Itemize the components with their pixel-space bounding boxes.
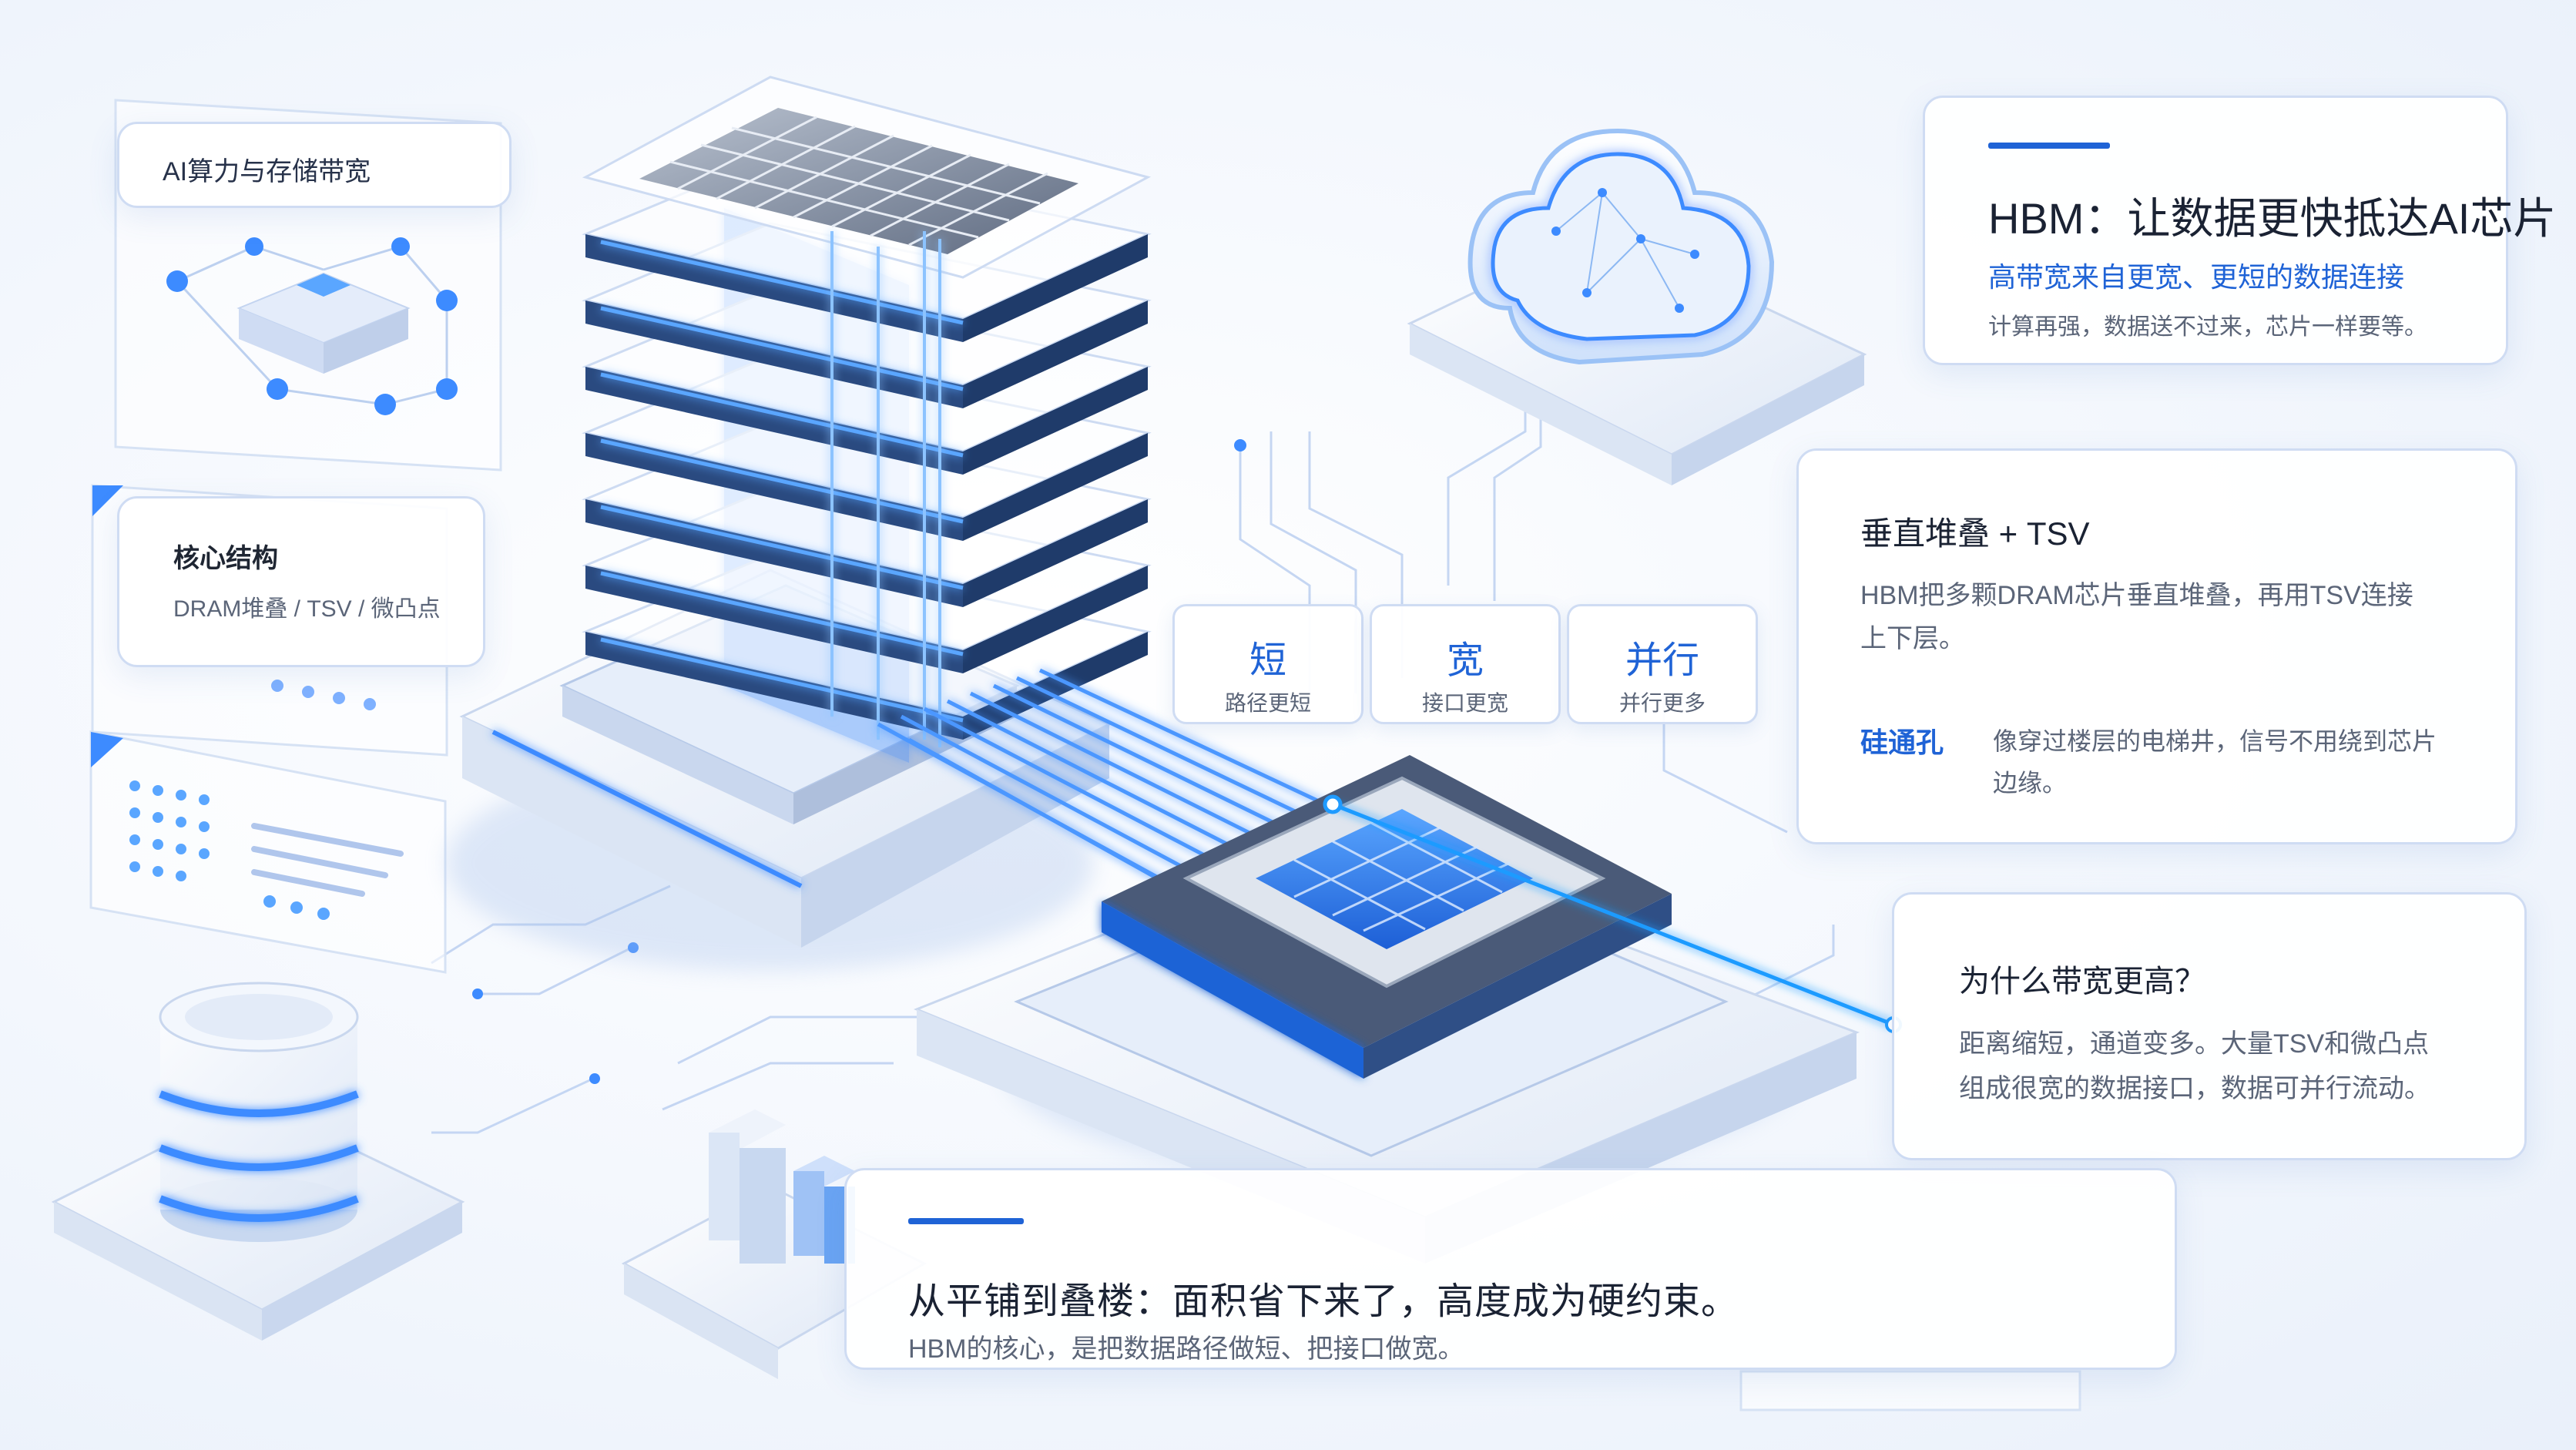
keyword-tile-short: 短 路径更短 — [1172, 604, 1363, 724]
tsv-term: 硅通孔 — [1860, 727, 1944, 758]
tsv-definition-line1: 像穿过楼层的电梯井，信号不用绕到芯片 — [1993, 727, 2437, 755]
accent-bar — [1988, 143, 2110, 149]
database-icon — [51, 982, 465, 1341]
why-bandwidth-title: 为什么带宽更高？ — [1959, 965, 2205, 999]
core-structure-title: 核心结构 — [173, 544, 278, 573]
ai-compute-label: AI算力与存储带宽 — [163, 157, 371, 186]
card-hbm-header: HBM：让数据更快抵达AI芯片 高带宽来自更宽、更短的数据连接 计算再强，数据送… — [1923, 96, 2556, 365]
core-structure-subtitle: DRAM堆叠 / TSV / 微凸点 — [173, 596, 441, 622]
tsv-definition-line2: 边缘。 — [1993, 769, 2068, 797]
vertical-stack-title: 垂直堆叠 + TSV — [1860, 515, 2090, 552]
accent-bar — [908, 1218, 1024, 1224]
keyword-tile-wide: 宽 接口更宽 — [1370, 604, 1561, 724]
card-vertical-stack: 垂直堆叠 + TSV HBM把多颗DRAM芯片垂直堆叠，再用TSV连接 上下层。… — [1796, 448, 2517, 844]
bottom-summary-subtitle: HBM的核心，是把数据路径做短、把接口做宽。 — [908, 1334, 1464, 1364]
card-ai-compute: AI算力与存储带宽 — [117, 122, 512, 208]
keyword-wide-desc: 接口更宽 — [1421, 691, 1508, 715]
vertical-stack-body-line1: HBM把多颗DRAM芯片垂直堆叠，再用TSV连接 — [1860, 581, 2413, 610]
hbm-subtitle: 高带宽来自更宽、更短的数据连接 — [1988, 261, 2405, 293]
processor-chip-icon — [914, 755, 1902, 1264]
hbm-title: HBM：让数据更快抵达AI芯片 — [1988, 194, 2557, 243]
glass-frame-decor — [1739, 1370, 2081, 1411]
cloud-icon — [1407, 128, 1867, 485]
hbm-stack-icon — [447, 76, 1152, 971]
hbm-note: 计算再强，数据送不过来，芯片一样要等。 — [1988, 314, 2427, 340]
keyword-parallel: 并行 — [1625, 640, 1699, 681]
data-panel-icon — [89, 730, 447, 974]
keyword-short-desc: 路径更短 — [1224, 691, 1311, 715]
data-bus — [877, 668, 1419, 904]
card-core-structure: 核心结构 DRAM堆叠 / TSV / 微凸点 — [117, 496, 485, 667]
keyword-parallel-desc: 并行更多 — [1618, 691, 1706, 715]
keyword-tile-parallel: 并行 并行更多 — [1567, 604, 1758, 724]
keyword-wide: 宽 — [1446, 640, 1484, 681]
card-why-bandwidth: 为什么带宽更高？ 距离缩短，通道变多。大量TSV和微凸点 组成很宽的数据接口，数… — [1892, 892, 2527, 1160]
card-bottom-summary: 从平铺到叠楼：面积省下来了，高度成为硬约束。 HBM的核心，是把数据路径做短、把… — [844, 1168, 2177, 1370]
why-bandwidth-body-line1: 距离缩短，通道变多。大量TSV和微凸点 — [1959, 1029, 2430, 1059]
why-bandwidth-body-line2: 组成很宽的数据接口，数据可并行流动。 — [1959, 1074, 2430, 1103]
keyword-short: 短 — [1249, 640, 1286, 681]
bottom-summary-title: 从平铺到叠楼：面积省下来了，高度成为硬约束。 — [908, 1281, 1739, 1322]
vertical-stack-body-line2: 上下层。 — [1860, 624, 1965, 653]
